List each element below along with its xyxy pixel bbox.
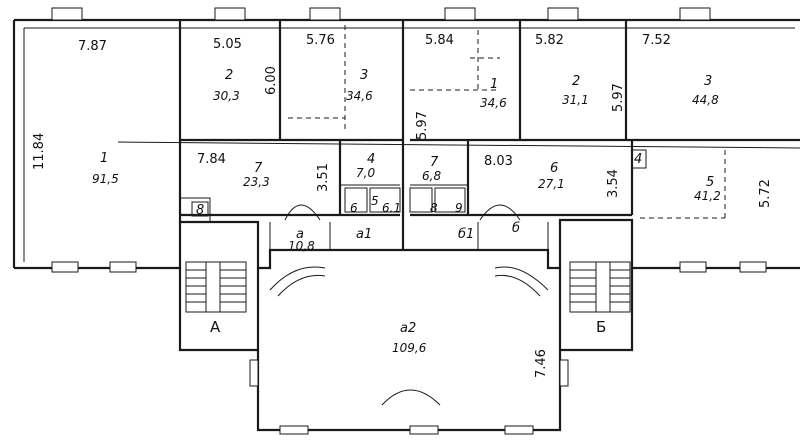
room-a2-num: а2 [400, 321, 416, 336]
room-3-right-area: 44,8 [692, 93, 719, 107]
dim-5-97-right: 5.97 [611, 83, 626, 112]
room-labels: 1 91,5 2 30,3 3 34,6 7 23,3 4 7,0 8 а 10… [92, 68, 721, 355]
dim-8-03: 8.03 [484, 154, 513, 169]
outer-walls [12, 18, 800, 432]
windows [51, 7, 767, 435]
room-1-right-area: 34,6 [480, 96, 507, 110]
room-3-left-area: 34,6 [346, 89, 373, 103]
room-a1-num: а1 [356, 227, 372, 242]
dim-11-84: 11.84 [32, 133, 47, 170]
dimension-labels: 7.87 5.05 5.76 6.00 5.84 5.82 7.52 5.97 … [32, 33, 773, 378]
dim-5-84: 5.84 [425, 33, 454, 48]
small-6: 6 [350, 201, 358, 215]
stair-left [185, 261, 247, 313]
room-1-left-num: 1 [100, 151, 108, 166]
room-2-left-num: 2 [225, 68, 233, 83]
room-7-left-num: 7 [254, 161, 263, 176]
stair-label-a: А [210, 318, 221, 336]
interior-walls [117, 20, 800, 250]
small-5: 5 [371, 194, 379, 208]
dim-5-76: 5.76 [306, 33, 335, 48]
dim-7-46: 7.46 [534, 349, 549, 378]
dim-7-87: 7.87 [78, 39, 107, 54]
room-5-right-num: 5 [706, 175, 714, 190]
dashed-lines [288, 25, 726, 219]
entrance-arcs [269, 204, 549, 406]
dim-5-97-left: 5.97 [415, 111, 430, 140]
stair-labels: А Б [210, 318, 606, 336]
room-4-right-num: 4 [634, 152, 642, 167]
dim-3-51: 3.51 [316, 163, 331, 192]
room-2-right-area: 31,1 [562, 93, 589, 107]
room-7-left-area: 23,3 [243, 175, 270, 189]
small-8: 8 [430, 201, 438, 215]
small-rooms [191, 149, 647, 217]
dim-6-00: 6.00 [264, 66, 279, 95]
room-a-num: а [296, 227, 304, 242]
stair-right [569, 261, 631, 313]
dim-7-52: 7.52 [642, 33, 671, 48]
room-b1-num: б1 [458, 227, 474, 242]
room-6-right-num: 6 [550, 161, 558, 176]
room-5-right-area: 41,2 [694, 189, 721, 203]
stair-label-b: Б [596, 318, 606, 336]
room-3-left-num: 3 [360, 68, 368, 83]
room-2-right-num: 2 [572, 74, 580, 89]
dim-5-82: 5.82 [535, 33, 564, 48]
room-a-area: 10,8 [288, 239, 315, 253]
room-7-right-num: 7 [430, 155, 439, 170]
room-4-left-num: 4 [367, 152, 375, 167]
room-1-left-area: 91,5 [92, 172, 119, 186]
room-a2-area: 109,6 [392, 341, 427, 355]
small-9: 9 [455, 201, 463, 215]
dim-7-84: 7.84 [197, 152, 226, 167]
dim-5-72: 5.72 [758, 179, 773, 208]
room-3-right-num: 3 [704, 74, 712, 89]
dim-3-54: 3.54 [606, 169, 621, 198]
small-6-1: 6.1 [382, 201, 401, 215]
room-8-left-num: 8 [196, 203, 204, 218]
dim-5-05: 5.05 [213, 37, 242, 52]
room-6-right-area: 27,1 [538, 177, 565, 191]
room-1-right-num: 1 [490, 77, 498, 92]
room-2-left-area: 30,3 [213, 89, 240, 103]
room-4-left-area: 7,0 [356, 166, 375, 180]
room-b-num: б [512, 221, 520, 236]
room-7-right-area: 6,8 [422, 169, 441, 183]
